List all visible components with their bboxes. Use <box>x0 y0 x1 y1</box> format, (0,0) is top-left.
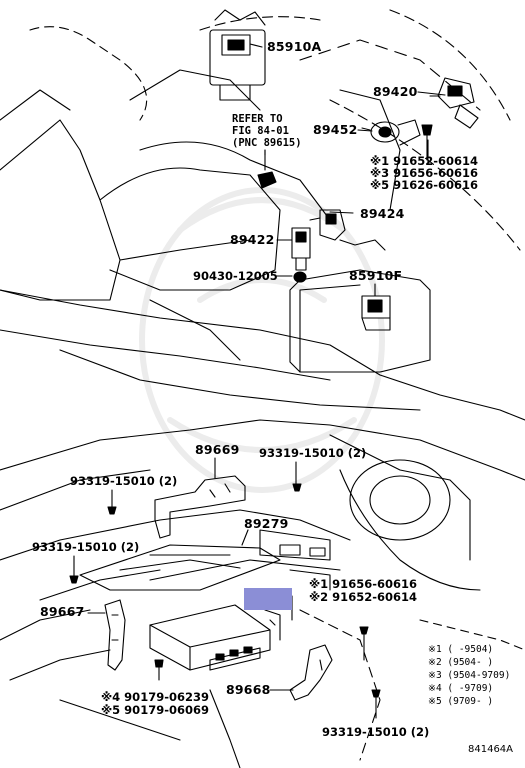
screws-bottom <box>69 483 381 698</box>
label-91656-60616-bottom[interactable]: ※1 91656-60616 <box>309 577 417 591</box>
label-89669[interactable]: 89669 <box>195 442 240 457</box>
label-89422[interactable]: 89422 <box>230 232 275 247</box>
relay-85910f-art <box>361 295 391 331</box>
legend-1: ※1 ( -9504) <box>428 644 494 655</box>
leader-lines-top <box>249 43 446 297</box>
label-89668[interactable]: 89668 <box>226 682 271 697</box>
ecu-bracket-89279-art <box>79 544 281 591</box>
label-89420[interactable]: 89420 <box>373 84 418 99</box>
label-91656-60616-top[interactable]: ※3 91656-60616 <box>370 166 478 180</box>
sensor-89420-art <box>429 77 479 129</box>
ecu-art <box>149 604 281 671</box>
highlight-box[interactable] <box>244 588 292 610</box>
refer-line-1: REFER TO <box>232 113 283 125</box>
label-91652-60614-bottom[interactable]: ※2 91652-60614 <box>309 590 417 604</box>
legend-5: ※5 (9709- ) <box>428 696 494 707</box>
bracket-89668-art <box>289 644 333 701</box>
leader-lines-bottom <box>73 457 377 719</box>
sensor-89452-art <box>361 119 421 146</box>
engine-bay-outline <box>0 26 525 421</box>
watermark <box>139 187 385 493</box>
legend-3: ※3 (9504-9709) <box>428 670 511 681</box>
label-89279[interactable]: 89279 <box>244 516 289 531</box>
label-89667[interactable]: 89667 <box>40 604 85 619</box>
sensor-89424-art <box>309 209 386 251</box>
diagram-number: 841464A <box>468 744 514 755</box>
label-91652-60614-top[interactable]: ※1 91652-60614 <box>370 154 478 168</box>
sensor-89422-art <box>291 227 311 271</box>
bracket-89669-art <box>154 475 246 539</box>
refer-line-2[interactable]: FIG 84-01 <box>232 125 289 137</box>
label-85910f[interactable]: 85910F <box>349 268 403 283</box>
bracket-89667-art <box>104 599 126 671</box>
label-90179-06239[interactable]: ※4 90179-06239 <box>101 690 209 704</box>
label-90179-06069[interactable]: ※5 90179-06069 <box>101 703 209 717</box>
refer-line-3: (PNC 89615) <box>232 137 302 149</box>
top-right-curves <box>199 9 521 251</box>
label-89452[interactable]: 89452 <box>313 122 358 137</box>
label-93319-15010-right[interactable]: 93319-15010 (2) <box>259 446 367 460</box>
label-91626-60616[interactable]: ※5 91626-60616 <box>370 178 478 192</box>
legend-2: ※2 (9504- ) <box>428 657 494 668</box>
label-93319-15010-mid[interactable]: 93319-15010 (2) <box>32 540 140 554</box>
label-89424[interactable]: 89424 <box>360 206 405 221</box>
label-85910a[interactable]: 85910A <box>267 39 322 54</box>
label-90430-12005[interactable]: 90430-12005 <box>193 269 278 283</box>
dashboard-outline <box>0 419 525 768</box>
label-93319-15010-left[interactable]: 93319-15010 (2) <box>70 474 178 488</box>
screw-top-art <box>421 124 433 161</box>
washer-90430-art <box>293 271 307 283</box>
relay-85910a-art <box>209 9 266 101</box>
legend-4: ※4 ( -9709) <box>428 683 494 694</box>
label-93319-15010-bottom[interactable]: 93319-15010 (2) <box>322 725 430 739</box>
